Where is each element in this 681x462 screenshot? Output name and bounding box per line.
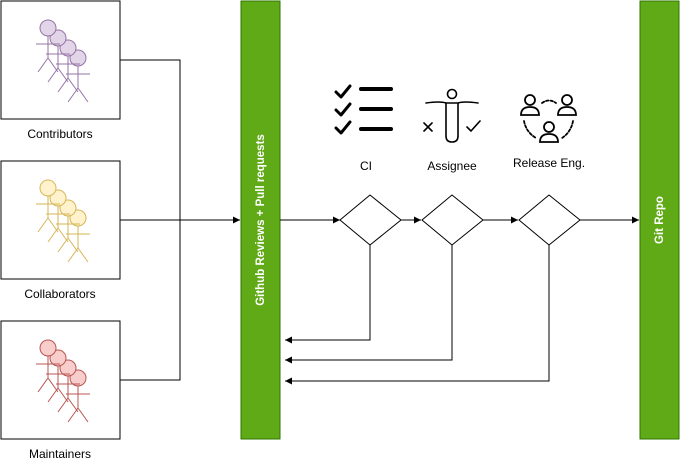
ci-decision-diamond — [339, 194, 402, 246]
collaborators-label: Collaborators — [24, 287, 96, 301]
person-decision-icon — [423, 88, 481, 143]
team-cycle-icon — [520, 94, 577, 143]
review-bar — [240, 0, 281, 440]
contributors-box — [0, 0, 121, 120]
maintainers-box — [0, 320, 121, 440]
collaborators-people-icon — [36, 179, 90, 263]
assignee-decision-diamond — [421, 194, 484, 246]
release-decision-diamond — [518, 194, 581, 246]
checklist-icon — [334, 84, 393, 135]
release-eng-label: Release Eng. — [512, 156, 586, 170]
contributors-people-icon — [36, 19, 90, 103]
review-bar-label: Github Reviews + Pull requests — [255, 134, 267, 306]
collaborators-box — [0, 160, 121, 280]
contributors-label: Contributors — [27, 127, 93, 141]
group-connectors — [120, 59, 240, 381]
repo-bar-label: Git Repo — [654, 196, 666, 244]
feedback-loops — [285, 245, 550, 385]
ci-label: CI — [360, 159, 372, 173]
repo-bar — [639, 0, 680, 440]
maintainers-label: Maintainers — [28, 447, 92, 461]
maintainers-people-icon — [36, 339, 90, 423]
assignee-label: Assignee — [427, 159, 477, 173]
